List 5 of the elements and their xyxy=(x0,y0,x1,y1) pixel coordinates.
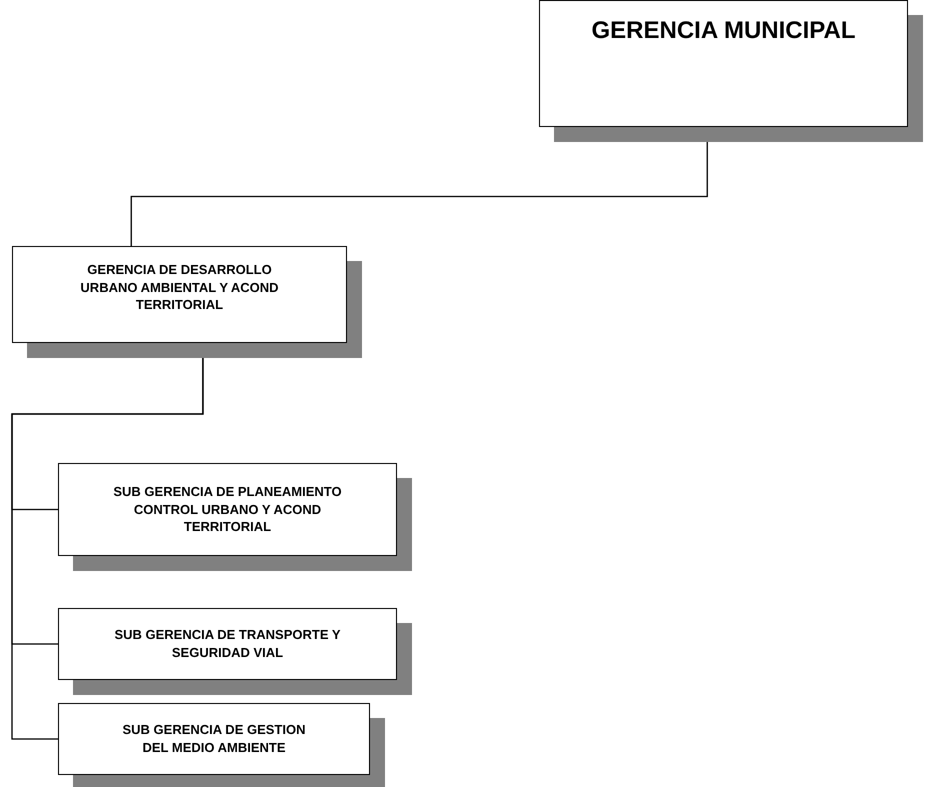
unit-name: SUB GERENCIA DE PLANEAMIENTO CONTROL URBANO Y ACOND TERRITORIAL xyxy=(112,483,343,536)
unit-name: GERENCIA MUNICIPAL xyxy=(592,16,856,46)
unit-name: SUB GERENCIA DE TRANSPORTE Y SEGURIDAD VIAL xyxy=(114,626,341,662)
unit-name: GERENCIA DE DESARROLLO URBANO AMBIENTAL Y ACOND TERRITORIAL xyxy=(79,261,280,314)
unit-name: SUB GERENCIA DE GESTION DEL MEDIO AMBIENTE xyxy=(122,721,306,757)
